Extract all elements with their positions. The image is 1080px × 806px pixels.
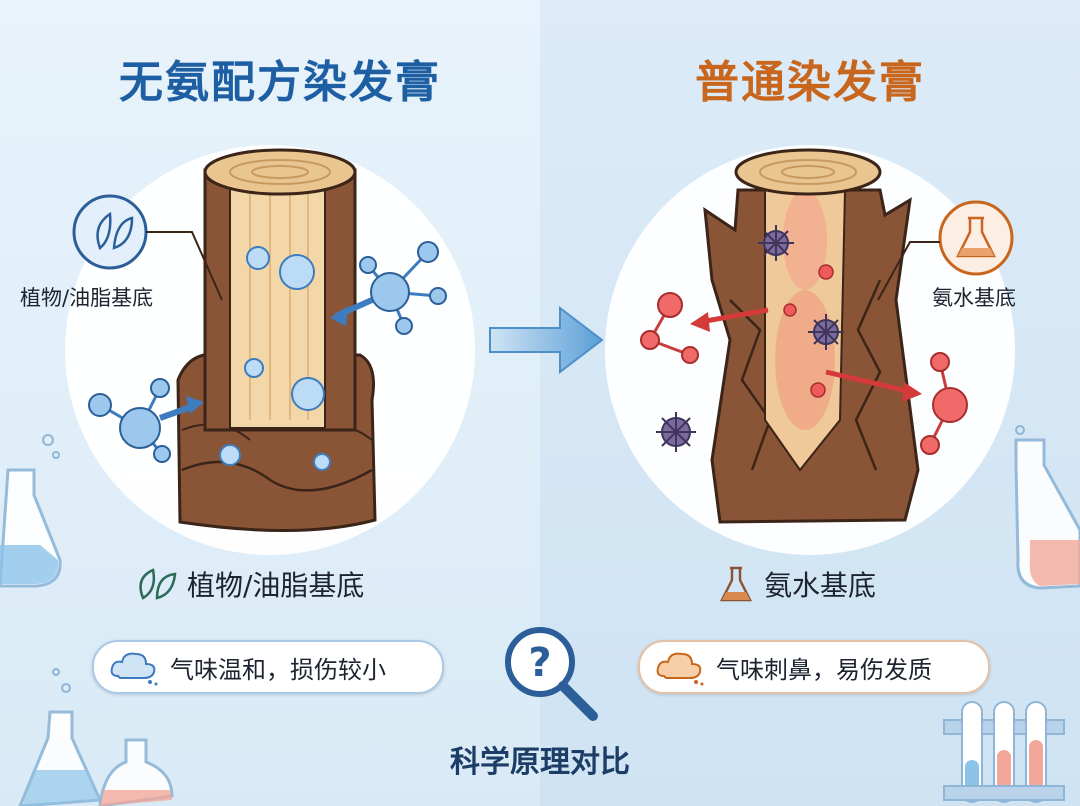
left-property-pill: 气味温和，损伤较小: [92, 640, 444, 694]
right-base-text: 氨水基底: [764, 569, 877, 602]
cloud-icon: [110, 652, 158, 686]
right-base-label: 氨水基底: [718, 564, 876, 604]
leaf-icon: [139, 568, 177, 600]
left-base-label: 植物/油脂基底: [135, 564, 364, 604]
svg-text:?: ?: [528, 640, 551, 686]
left-title: 无氨配方染发膏: [119, 57, 441, 108]
comparison-arrow-icon: [489, 305, 604, 375]
right-title: 普通染发膏: [695, 57, 925, 108]
left-property-text: 气味温和，损伤较小: [170, 655, 386, 684]
magnifier-question-icon: ?: [505, 627, 598, 721]
right-property-pill: 气味刺鼻，易伤发质: [638, 640, 990, 694]
right-property-text: 气味刺鼻，易伤发质: [716, 655, 932, 684]
left-callout-label: 植物/油脂基底: [20, 286, 154, 310]
bottom-caption: 科学原理对比: [450, 745, 630, 780]
left-base-text: 植物/油脂基底: [187, 569, 365, 602]
flask-icon: [719, 566, 753, 602]
cloud-icon: [656, 652, 704, 686]
right-callout-label: 氨水基底: [932, 286, 1016, 310]
